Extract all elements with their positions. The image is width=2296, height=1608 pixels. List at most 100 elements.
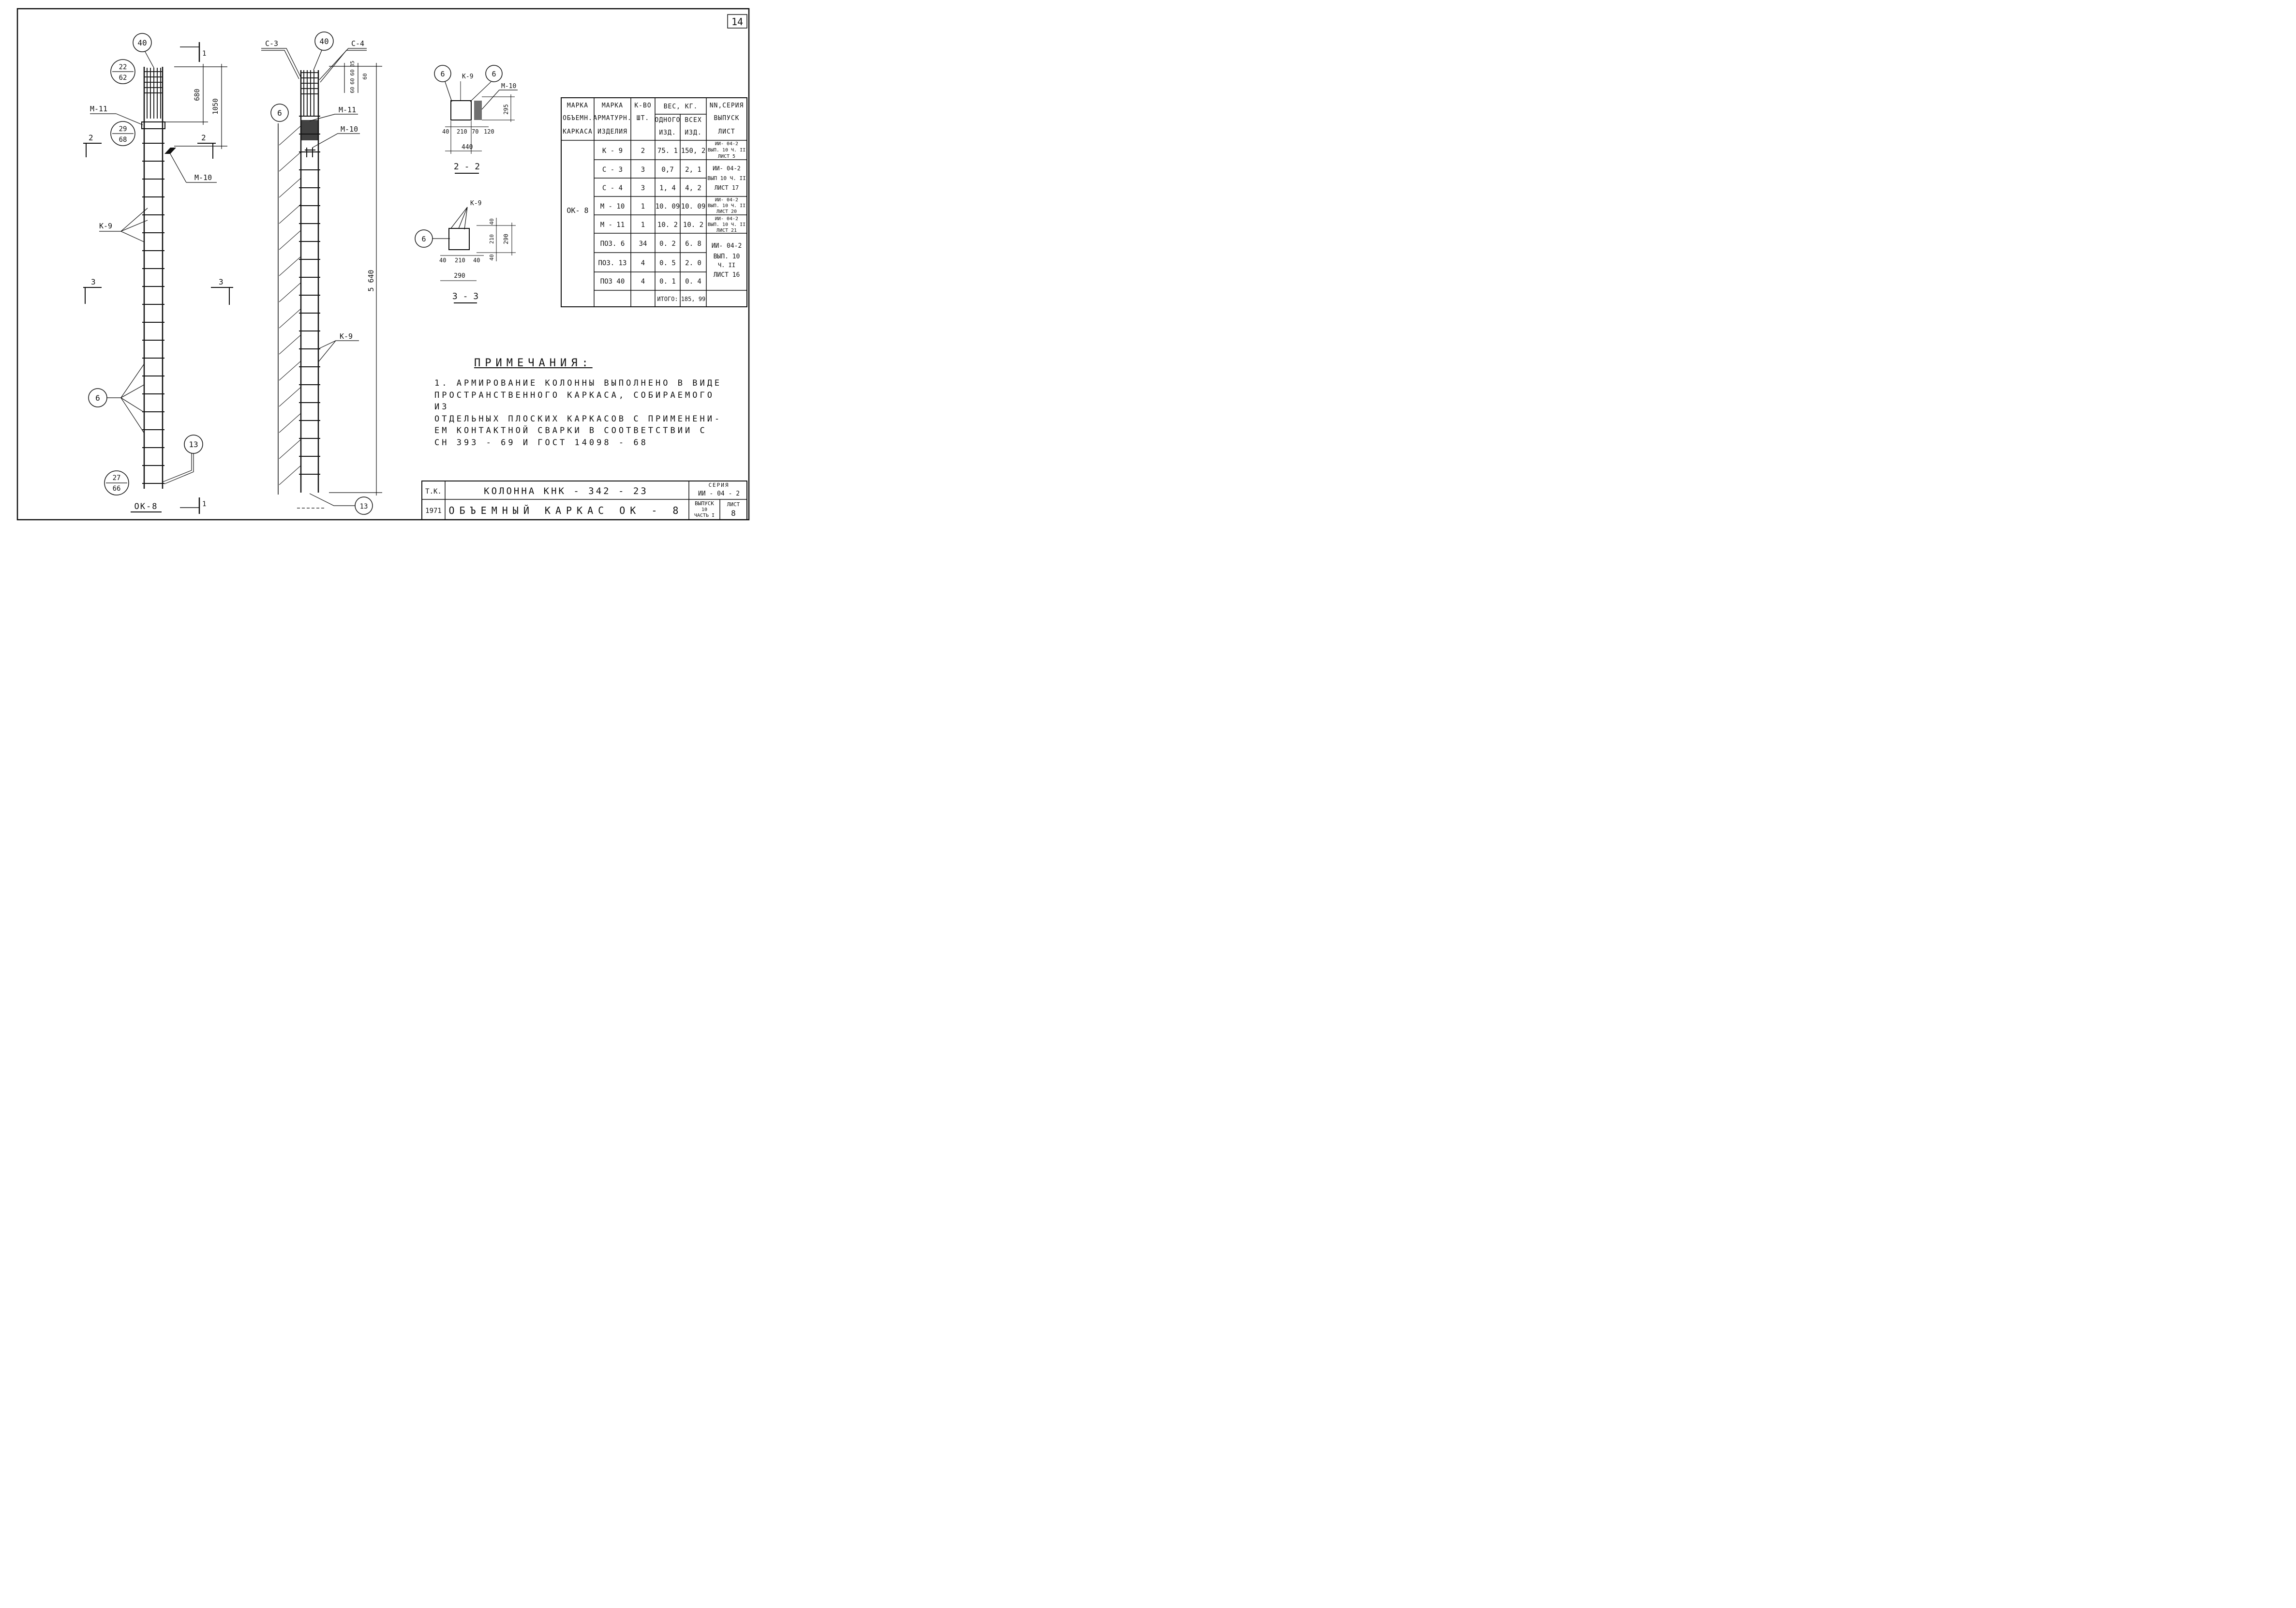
- svg-text:29: 29: [119, 125, 127, 133]
- svg-text:40: 40: [473, 257, 480, 264]
- hatch-bar: [279, 282, 301, 302]
- table-cell-wall: 2, 1: [685, 166, 701, 174]
- table-cell-item: ПОЗ. 13: [598, 259, 626, 267]
- svg-text:МАРКА: МАРКА: [602, 102, 623, 109]
- svg-text:ОБЪЕМН.: ОБЪЕМН.: [563, 115, 593, 122]
- hatch-bar: [279, 334, 301, 355]
- svg-text:6: 6: [277, 108, 282, 118]
- svg-text:ИИ- 04-2: ИИ- 04-2: [715, 197, 738, 203]
- svg-text:40: 40: [137, 38, 147, 47]
- section-marker-1-bottom: 1: [180, 497, 206, 514]
- dim-60d: 60: [362, 73, 368, 79]
- svg-text:6: 6: [440, 70, 445, 78]
- dim-60c: 60: [349, 87, 356, 93]
- m10-plate-2: [305, 148, 315, 157]
- section-2-2-title: 2 - 2: [454, 162, 480, 172]
- svg-text:295: 295: [503, 104, 509, 115]
- table-cell-wall: 10. 2: [683, 221, 703, 229]
- title-part: ЧАСТЬ I: [694, 513, 715, 518]
- table-cell-wall: 0. 4: [685, 278, 701, 286]
- table-cell-qty: 1: [641, 203, 645, 210]
- table-cell-qty: 2: [641, 147, 645, 155]
- table-cell-item: ПОЗ. 6: [600, 240, 625, 248]
- hatch-bar: [279, 361, 301, 381]
- svg-text:ШТ.: ШТ.: [637, 115, 649, 122]
- svg-text:К-9: К-9: [470, 200, 481, 207]
- svg-text:ЛИСТ 16: ЛИСТ 16: [714, 271, 740, 279]
- svg-text:ЛИСТ 5: ЛИСТ 5: [718, 154, 735, 159]
- view1-column: [141, 67, 176, 489]
- svg-text:40: 40: [319, 37, 328, 46]
- view1-dimensions: [164, 64, 227, 149]
- section-3-3: К-9 6 40 210 40 290 40 210 40 290 3 - 3: [415, 200, 516, 303]
- table-cell-qty: 4: [641, 259, 645, 267]
- title-sheet: 8: [731, 509, 736, 518]
- dim-5640: 5 640: [367, 270, 375, 291]
- table-total-label: ИТОГО:: [657, 296, 678, 302]
- notes-text: 1. АРМИРОВАНИЕ КОЛОННЫ ВЫПОЛНЕНО В ВИДЕ …: [434, 378, 722, 448]
- dim-680: 680: [194, 89, 201, 101]
- svg-text:ЛИСТ 17: ЛИСТ 17: [715, 184, 739, 191]
- section-marker-1-top: 1: [180, 42, 206, 62]
- svg-text:27: 27: [113, 474, 121, 482]
- hatch-bar: [279, 125, 301, 146]
- svg-text:40: 40: [489, 218, 495, 225]
- table-cell-w1: 0. 1: [659, 278, 676, 286]
- dim-35: 35: [349, 60, 356, 67]
- ref-m10-view1: М-10: [194, 173, 212, 182]
- hatch-bar: [279, 230, 301, 250]
- svg-text:ЛИСТ 20: ЛИСТ 20: [716, 209, 737, 214]
- svg-text:ИИ- 04-2: ИИ- 04-2: [715, 216, 738, 222]
- table-cell-qty: 34: [639, 240, 647, 248]
- svg-text:ИИ- 04-2: ИИ- 04-2: [715, 141, 738, 147]
- hatch-bar: [279, 256, 301, 276]
- table-cell-w1: 75. 1: [657, 147, 678, 155]
- svg-text:ОДНОГО: ОДНОГО: [655, 117, 681, 124]
- svg-text:13: 13: [189, 440, 198, 449]
- callout-40-a: 40: [133, 33, 154, 68]
- svg-text:3: 3: [219, 277, 224, 286]
- m10-plate-1: [164, 148, 176, 154]
- section-2-2: 6 6 К-9 М-10 40 210 70 120 440 295 2 - 2: [434, 65, 518, 174]
- svg-text:62: 62: [119, 74, 127, 82]
- sheet-number-box: 14: [727, 14, 747, 29]
- svg-text:МАРКА: МАРКА: [567, 102, 588, 109]
- table-cell-w1: 10. 2: [657, 221, 678, 229]
- table-cell-wall: 10. 09: [681, 203, 706, 210]
- table-cell-qty: 3: [641, 166, 645, 174]
- callout-27-66: 27 66: [104, 470, 129, 496]
- table-cell-w1: 1, 4: [659, 184, 676, 192]
- dim-1050: 1050: [212, 98, 220, 115]
- view1-label: ОК-8: [131, 502, 162, 512]
- callout-22-62: 22 62: [110, 59, 135, 84]
- table-cell-item: ПОЗ 40: [600, 278, 625, 286]
- table-cell-wall: 150, 2: [681, 147, 706, 155]
- table-cell-item: С - 3: [602, 166, 623, 174]
- svg-text:ОК-8: ОК-8: [134, 502, 158, 511]
- svg-text:ВСЕХ: ВСЕХ: [685, 117, 701, 124]
- callout-13-view2: 13: [309, 493, 373, 515]
- svg-text:NN,СЕРИЯ: NN,СЕРИЯ: [710, 102, 744, 109]
- svg-text:70: 70: [472, 128, 478, 135]
- svg-text:АРМАТУРН.: АРМАТУРН.: [593, 115, 631, 122]
- table-cell-w1: 0. 2: [659, 240, 676, 248]
- svg-text:ИИ- 04-2: ИИ- 04-2: [713, 165, 741, 172]
- table-cell-qty: 3: [641, 184, 645, 192]
- svg-text:М-10: М-10: [501, 83, 516, 90]
- svg-text:210: 210: [489, 234, 495, 244]
- hatch-bar: [279, 151, 301, 172]
- svg-text:290: 290: [503, 234, 509, 244]
- view2-column: [278, 70, 320, 495]
- svg-text:13: 13: [360, 503, 368, 511]
- svg-text:40: 40: [439, 257, 446, 264]
- table-carcass: ОК- 8: [567, 206, 588, 215]
- svg-text:6: 6: [492, 70, 496, 78]
- svg-text:ВЫП. 10 Ч. II: ВЫП. 10 Ч. II: [708, 222, 745, 227]
- section-3-3-title: 3 - 3: [452, 291, 478, 301]
- title-block: Т.К. 1971 КОЛОННА КНК - 342 - 23 ОБЪЕМНЫ…: [421, 481, 747, 520]
- svg-text:ВЫП. 10 Ч. II: ВЫП. 10 Ч. II: [708, 148, 745, 153]
- svg-text:ЛИСТ: ЛИСТ: [718, 128, 735, 135]
- svg-text:1: 1: [202, 50, 206, 58]
- svg-text:290: 290: [454, 272, 465, 280]
- ref-m11-view1: М-11: [90, 105, 107, 113]
